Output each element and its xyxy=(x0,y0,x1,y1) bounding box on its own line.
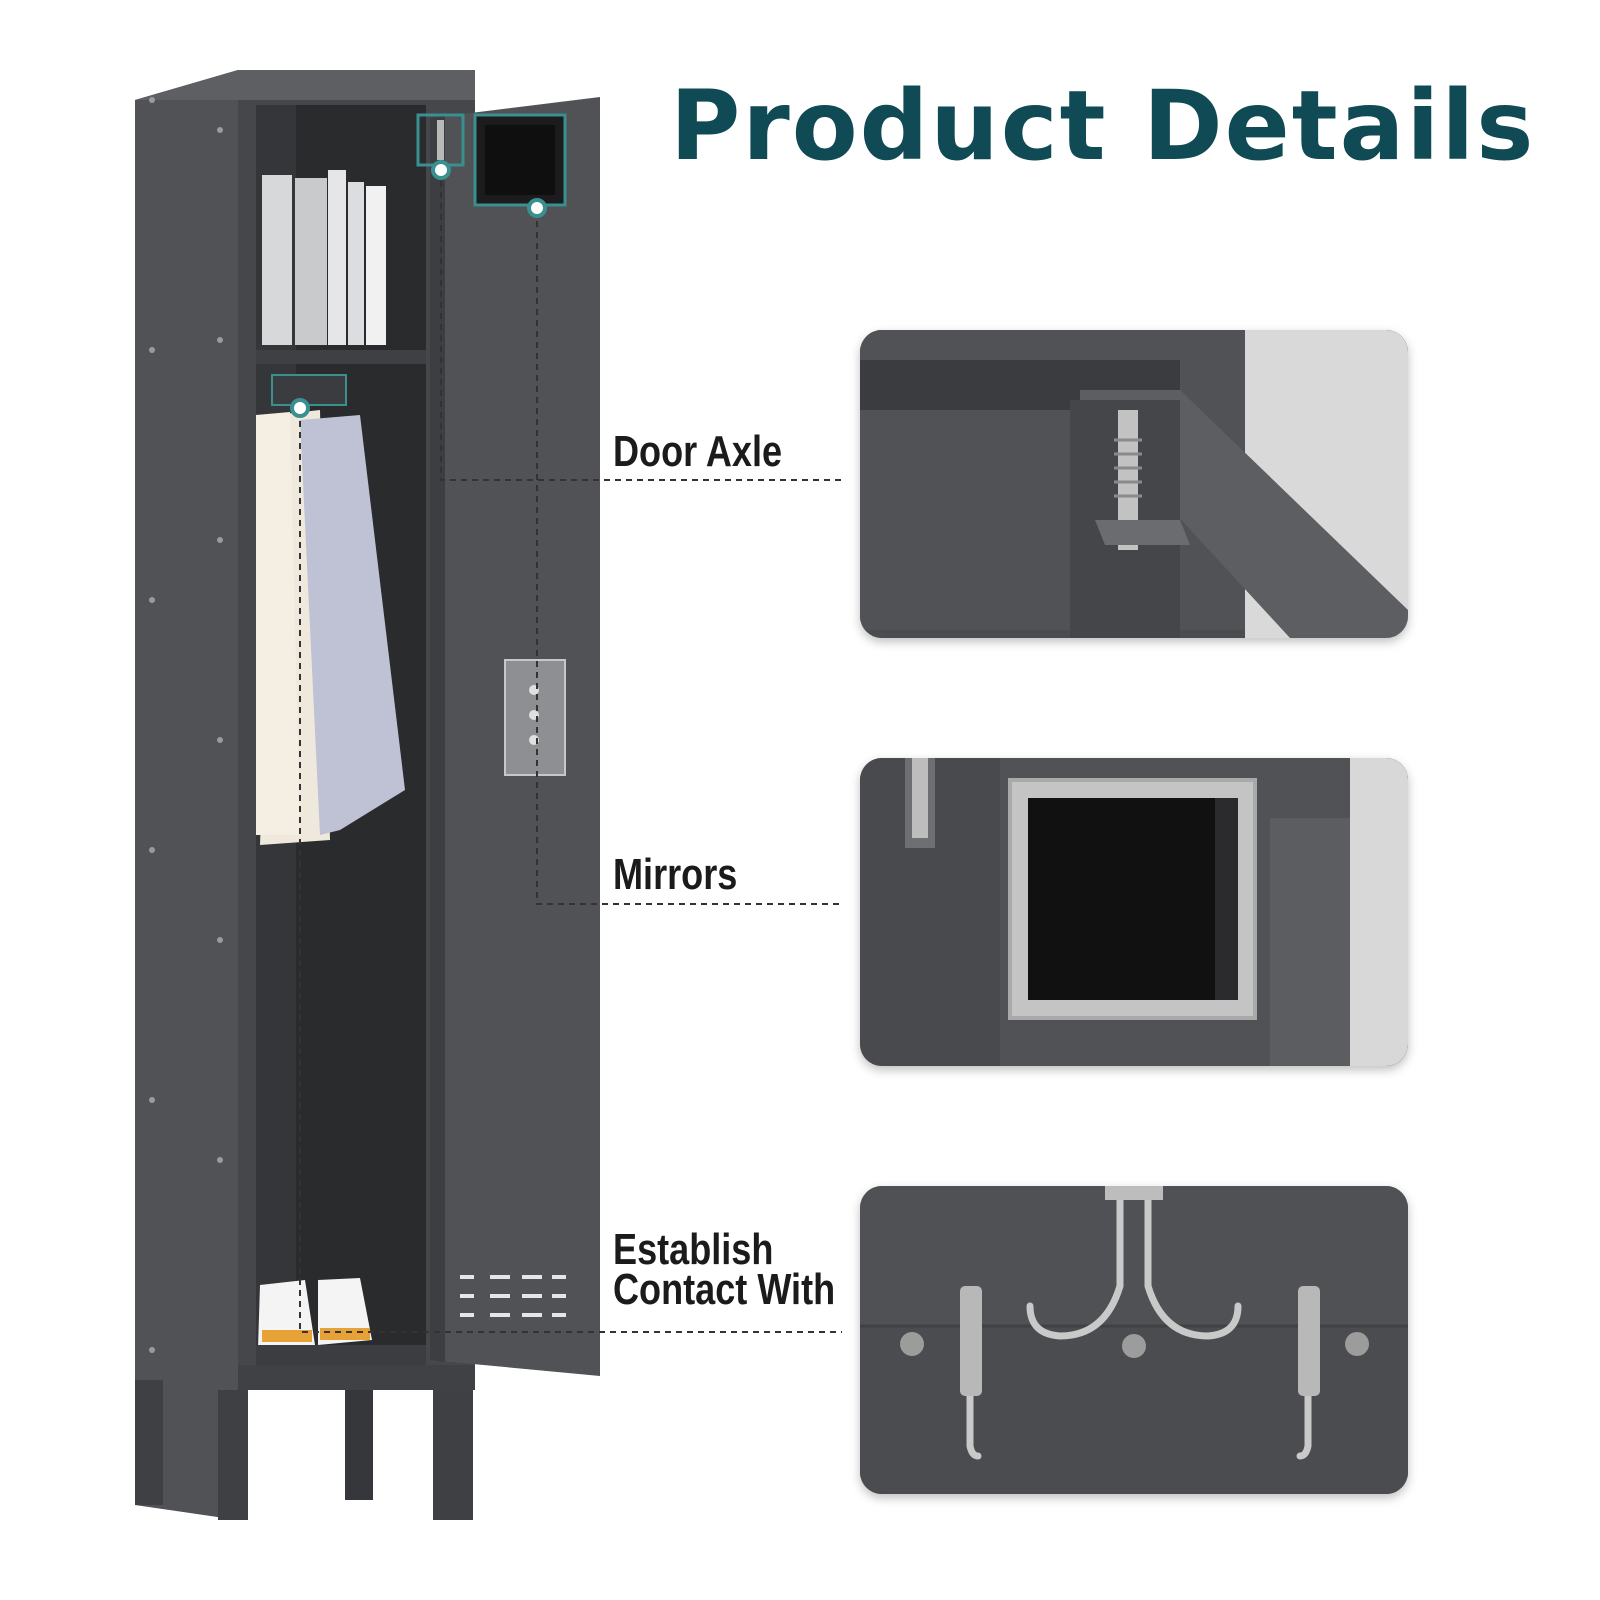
locker-shelf xyxy=(256,350,426,364)
locker-leg xyxy=(345,1390,373,1500)
detail-door-axle-image xyxy=(860,330,1408,638)
books-icon xyxy=(262,170,386,345)
detail-hooks-image xyxy=(860,1186,1408,1494)
detail-mirrors-image xyxy=(860,758,1408,1066)
locker-top xyxy=(135,70,475,100)
callout-hooks: Establish Contact With xyxy=(613,1225,836,1314)
locker-side-panel xyxy=(135,70,238,1520)
door-latch xyxy=(504,659,566,776)
shoes-icon xyxy=(258,1278,372,1348)
locker-leg xyxy=(218,1390,248,1520)
locker-leg xyxy=(135,1380,163,1505)
leader-dots xyxy=(290,160,547,418)
callout-door-axle: Door Axle xyxy=(613,427,783,476)
leader-lines xyxy=(299,170,842,1333)
locker-leg xyxy=(433,1390,473,1520)
clothes-icon xyxy=(256,410,405,845)
callout-mirrors: Mirrors xyxy=(613,850,738,899)
page-title: Product Details xyxy=(670,70,1536,182)
door-vents xyxy=(460,1275,566,1317)
